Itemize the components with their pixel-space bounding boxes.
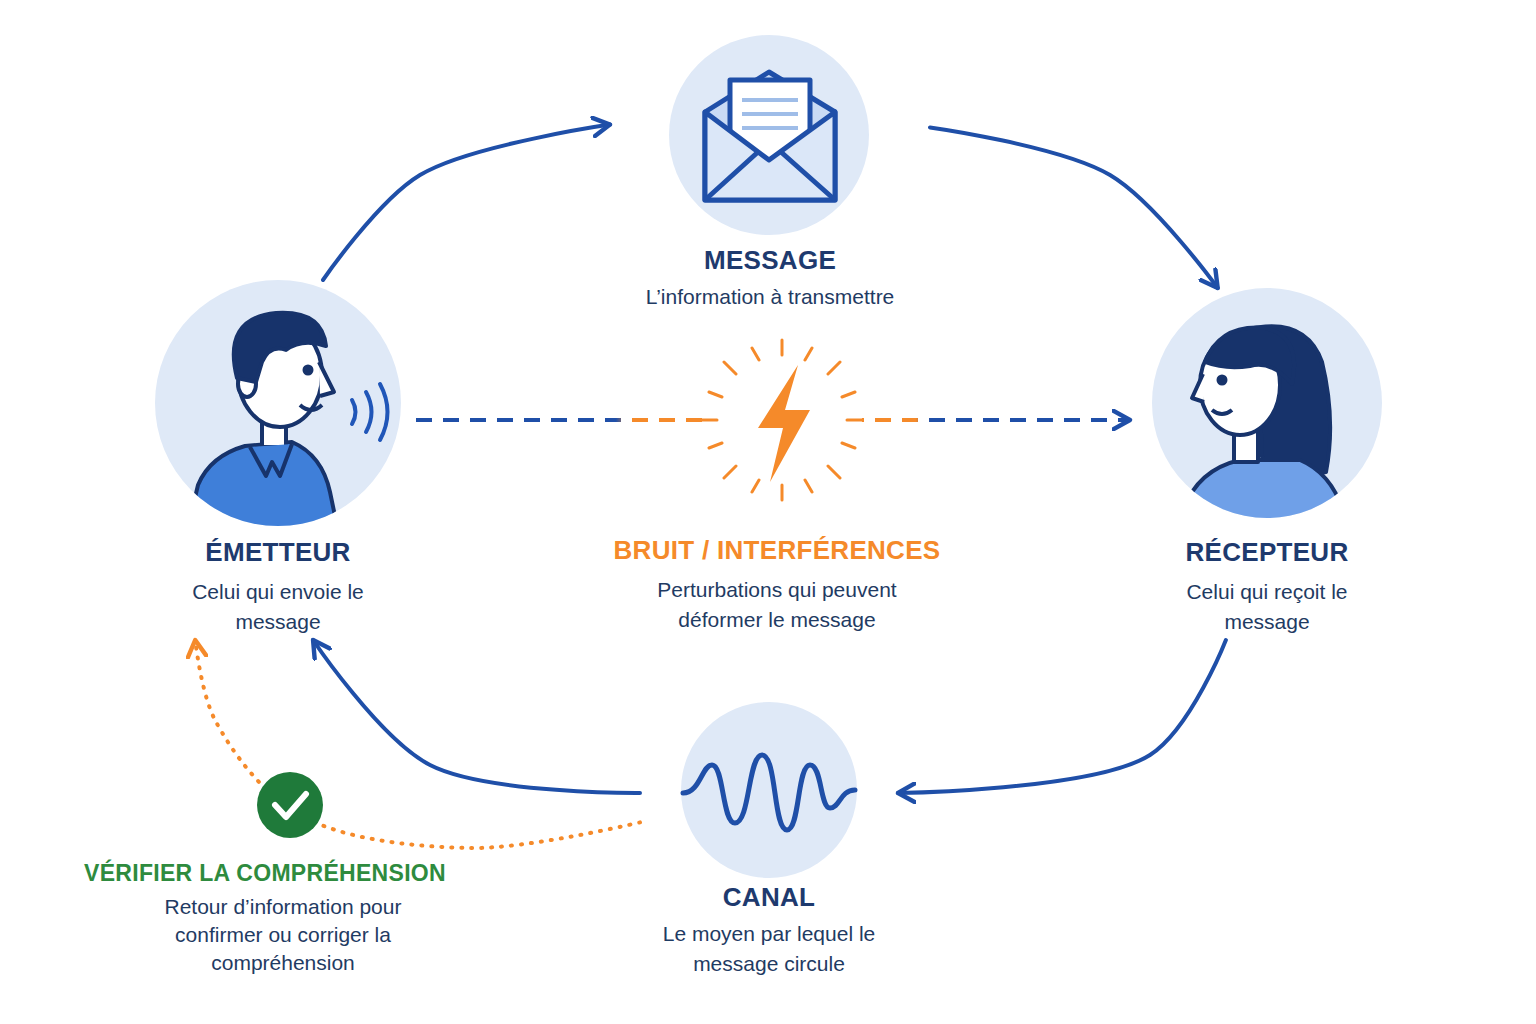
- burst-background: [702, 340, 862, 500]
- neck: [262, 415, 286, 447]
- neck: [1234, 422, 1258, 462]
- message-node: MESSAGE L’information à transmettre: [610, 35, 930, 315]
- noise-burst-icon: [702, 340, 862, 500]
- receiver-node: RÉCEPTEUR Celui qui reçoit le message: [1130, 288, 1404, 640]
- letter-lines: [742, 100, 798, 128]
- letter-sheet: [730, 80, 810, 160]
- wave-arc: [366, 392, 372, 432]
- noise-title: BRUIT / INTERFÉRENCES: [577, 535, 977, 565]
- node-title: ÉMETTEUR: [140, 537, 416, 567]
- envelope-back: [705, 72, 835, 200]
- nose: [319, 362, 334, 396]
- nose: [1192, 374, 1204, 402]
- hair: [234, 313, 326, 382]
- lightning-bolt: [758, 365, 810, 482]
- check-circle: [257, 772, 323, 838]
- envelope-front: [705, 112, 835, 200]
- collar: [250, 444, 292, 476]
- node-description: Celui qui reçoit le message: [1177, 577, 1357, 637]
- eye: [1219, 377, 1226, 384]
- node-title: CANAL: [640, 882, 898, 912]
- node-title: MESSAGE: [610, 245, 930, 275]
- hair-back: [1245, 326, 1330, 482]
- eye: [305, 367, 312, 374]
- mouth: [1212, 410, 1232, 414]
- feedback-description: Retour d’information pour confirmer ou c…: [138, 893, 428, 977]
- icon-circle: [669, 35, 869, 235]
- sound-waves: [352, 384, 388, 440]
- receiver-person-icon: [1178, 326, 1348, 530]
- burst-spikes: [702, 340, 862, 500]
- flow-arrow: [313, 640, 640, 793]
- envelope-fold: [705, 152, 835, 200]
- head: [1200, 335, 1280, 435]
- node-title: RÉCEPTEUR: [1130, 537, 1404, 567]
- wave-arc: [380, 384, 388, 440]
- ear: [238, 371, 256, 397]
- shirt: [185, 442, 340, 540]
- envelope-icon: [705, 72, 835, 200]
- node-description: L’information à transmettre: [610, 282, 930, 312]
- check-badge: [257, 772, 323, 838]
- check-mark: [275, 794, 306, 817]
- flow-arrow: [898, 640, 1226, 793]
- feedback-title: VÉRIFIER LA COMPRÉHENSION: [65, 859, 465, 887]
- signal-wave-icon: [683, 755, 855, 830]
- feedback-arrow: [195, 640, 640, 848]
- icon-circle: [681, 702, 857, 878]
- flow-arrow: [323, 125, 610, 280]
- noise-arrow: [416, 418, 1130, 422]
- wave-arc: [352, 400, 356, 424]
- sender-node: ÉMETTEUR Celui qui envoie le message: [140, 280, 416, 640]
- noise-description: Perturbations qui peuvent déformer le me…: [627, 575, 927, 635]
- mouth: [300, 405, 322, 410]
- node-description: Le moyen par lequel le message circule: [662, 919, 877, 979]
- channel-node: CANAL Le moyen par lequel le message circ…: [640, 702, 898, 982]
- sender-person-icon: [185, 313, 340, 540]
- icon-circle: [1152, 288, 1382, 518]
- shirt: [1178, 460, 1348, 530]
- node-description: Celui qui envoie le message: [188, 577, 368, 637]
- icon-circle: [155, 280, 401, 526]
- flow-arrow: [930, 127, 1218, 288]
- hair-fringe: [1205, 328, 1294, 384]
- head: [238, 323, 322, 427]
